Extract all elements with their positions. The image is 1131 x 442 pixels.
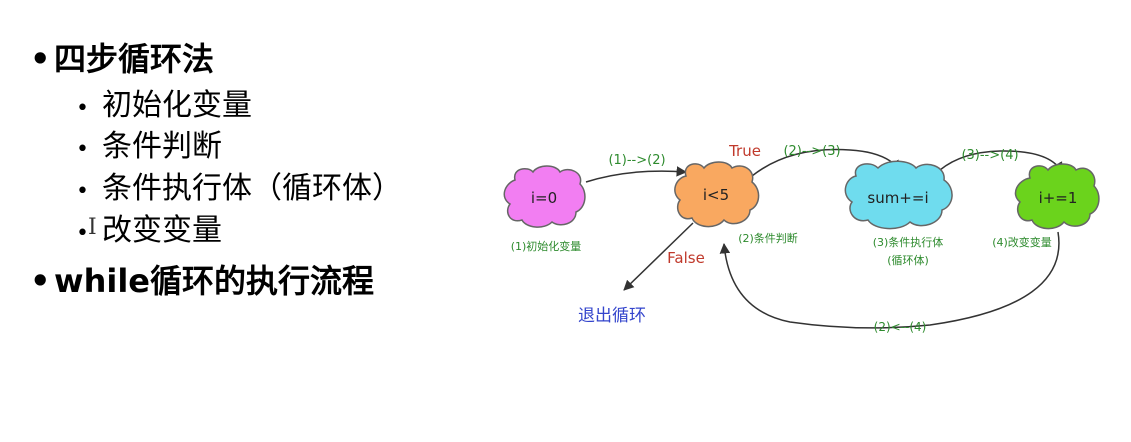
bullet-while-flow: •while循环的执行流程 <box>30 256 374 302</box>
bullet-dot-icon: • <box>76 137 89 162</box>
bullet-text: while循环的执行流程 <box>54 262 374 300</box>
edge-label-4-2: (2)<--(4) <box>874 320 927 334</box>
bullet-text: 条件判断 <box>102 129 222 164</box>
edge-2-to-3 <box>751 148 901 177</box>
node-init-cloud <box>503 165 586 228</box>
caption-update: (4)改变变量 <box>992 235 1052 249</box>
node-body: sum+=i <box>844 160 953 230</box>
edge-1-to-2 <box>585 166 688 183</box>
bullet-init-variable: • 初始化变量 <box>76 80 252 124</box>
bullet-change-variable: • 改变变量 <box>76 205 222 249</box>
node-init: i=0 <box>503 165 586 228</box>
label-true: True <box>728 142 761 160</box>
bullet-text: 四步循环法 <box>54 40 215 78</box>
node-update-cloud <box>1014 163 1100 230</box>
edge-false-exit <box>623 222 694 291</box>
node-cond: i<5 <box>674 161 760 228</box>
bullet-dot-icon: • <box>76 179 89 204</box>
text-cursor-icon: I <box>88 215 97 240</box>
label-false: False <box>667 249 705 267</box>
node-update: i+=1 <box>1014 163 1100 230</box>
edge-3-to-4 <box>939 150 1063 173</box>
bullet-dot-icon: • <box>30 40 51 78</box>
bullet-dot-icon: • <box>76 221 89 246</box>
caption-body-line1: (3)条件执行体 <box>873 235 944 249</box>
edge-label-2-3: (2)-->(3) <box>783 144 840 159</box>
bullet-text: 改变变量 <box>102 213 222 248</box>
bullet-dot-icon: • <box>30 262 51 300</box>
bullet-dot-icon: • <box>76 96 89 121</box>
exit-loop-label: 退出循环 <box>578 306 646 326</box>
node-body-cloud <box>844 160 953 230</box>
bullet-text: 初始化变量 <box>102 88 252 123</box>
node-update-label: i+=1 <box>1039 189 1078 207</box>
node-init-label: i=0 <box>531 189 557 207</box>
bullet-four-step-loop: •四步循环法 <box>30 34 214 80</box>
caption-init: (1)初始化变量 <box>511 239 582 253</box>
node-body-label: sum+=i <box>867 189 928 207</box>
bullet-text: 条件执行体（循环体） <box>102 171 402 206</box>
edge-4-to-2 <box>719 231 1060 329</box>
edge-label-3-4: (3)-->(4) <box>961 148 1018 163</box>
edge-label-1-2: (1)-->(2) <box>608 153 665 168</box>
caption-cond: (2)条件判断 <box>738 231 798 245</box>
node-cond-label: i<5 <box>703 186 729 204</box>
bullet-body: • 条件执行体（循环体） <box>76 163 402 207</box>
bullet-condition: • 条件判断 <box>76 121 222 165</box>
node-cond-cloud <box>674 161 760 228</box>
caption-body-line2: (循环体) <box>887 253 929 267</box>
